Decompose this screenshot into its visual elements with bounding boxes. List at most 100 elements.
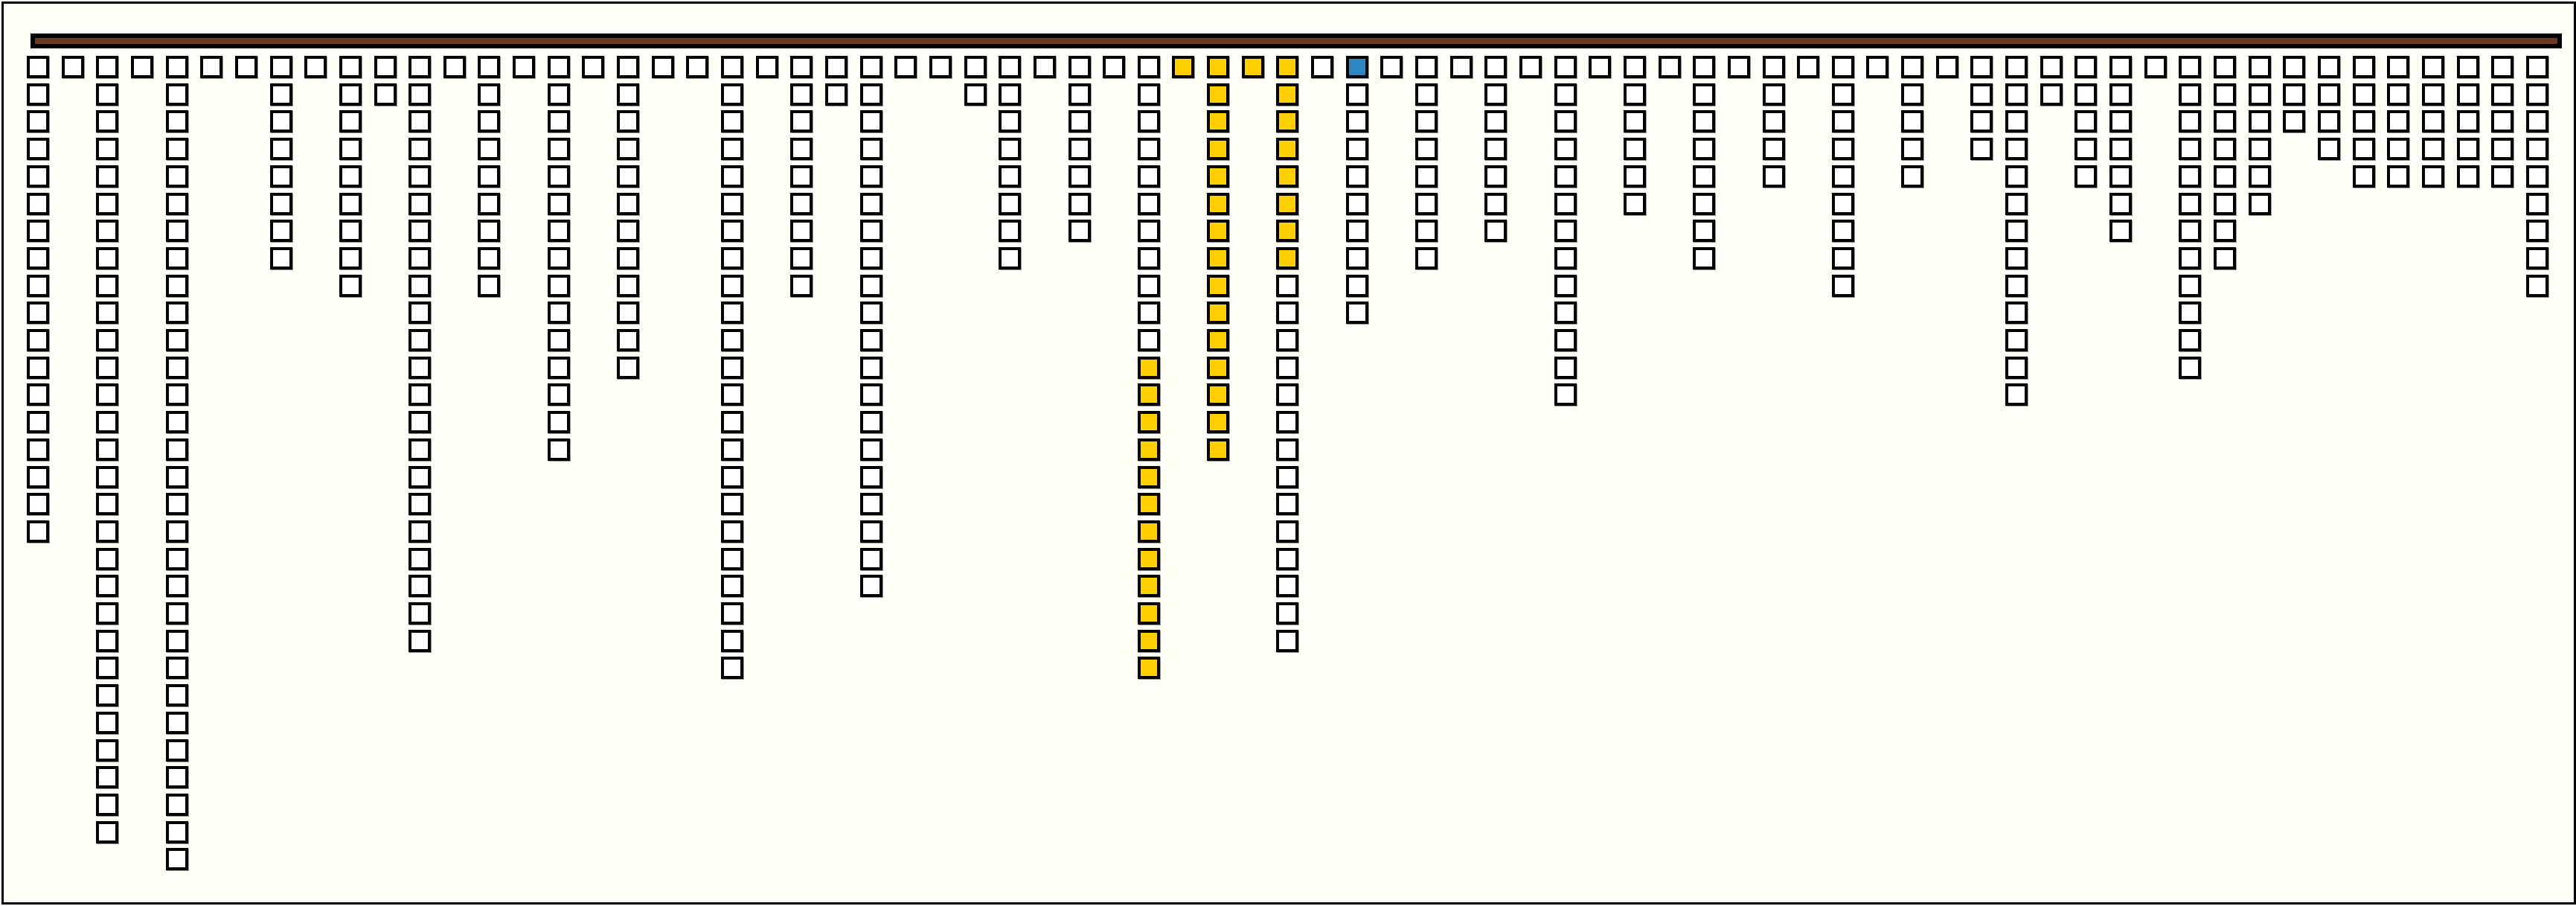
cell-empty: [721, 520, 743, 543]
cell-empty: [859, 329, 882, 351]
cell-empty: [2525, 246, 2548, 269]
cell-empty: [1415, 138, 1438, 161]
cell-empty: [1276, 356, 1299, 379]
cell-empty: [27, 56, 49, 78]
cell-empty: [408, 302, 432, 325]
cell-yellow: [1276, 192, 1299, 215]
cell-empty: [1519, 56, 1542, 78]
cell-empty: [374, 83, 397, 106]
cell-empty: [165, 820, 188, 843]
cell-empty: [2491, 165, 2514, 188]
cell-empty: [96, 547, 119, 570]
cell-empty: [721, 411, 743, 434]
cell-empty: [1276, 520, 1299, 543]
cell-empty: [96, 520, 119, 543]
cell-empty: [1901, 110, 1924, 133]
cell-yellow: [1276, 246, 1299, 269]
cell-empty: [2040, 83, 2063, 106]
cell-empty: [2074, 56, 2098, 78]
cell-empty: [2283, 56, 2306, 78]
cell-empty: [2179, 274, 2202, 297]
cell-empty: [1554, 110, 1577, 133]
cell-empty: [96, 820, 119, 843]
cell-empty: [617, 246, 640, 269]
cell-empty: [408, 438, 432, 461]
cell-empty: [269, 110, 292, 133]
cell-empty: [1554, 165, 1577, 188]
cell-empty: [1137, 274, 1160, 297]
cell-empty: [1345, 220, 1368, 243]
cell-empty: [339, 56, 362, 78]
cell-empty: [721, 657, 743, 680]
cell-empty: [1276, 329, 1299, 351]
cell-empty: [859, 575, 882, 598]
cell-empty: [2179, 110, 2202, 133]
cell-empty: [755, 56, 778, 78]
cell-empty: [1345, 192, 1368, 215]
cell-empty: [1345, 302, 1368, 325]
cell-empty: [547, 356, 570, 379]
cell-empty: [1623, 138, 1646, 161]
cell-empty: [165, 493, 188, 516]
cell-empty: [721, 138, 743, 161]
cell-empty: [2109, 192, 2132, 215]
cell-empty: [1345, 110, 1368, 133]
cell-empty: [894, 56, 917, 78]
cell-empty: [96, 602, 119, 625]
cell-empty: [1693, 165, 1716, 188]
cell-empty: [2005, 274, 2028, 297]
cell-empty: [234, 56, 257, 78]
cell-empty: [547, 220, 570, 243]
cell-empty: [1484, 83, 1508, 106]
cell-yellow: [1137, 411, 1160, 434]
cell-empty: [27, 165, 49, 188]
cell-empty: [1484, 192, 1508, 215]
cell-empty: [1762, 83, 1785, 106]
cell-empty: [2109, 110, 2132, 133]
cell-empty: [1727, 56, 1750, 78]
cell-empty: [2109, 165, 2132, 188]
cell-empty: [27, 246, 49, 269]
cell-empty: [96, 438, 119, 461]
cell-empty: [859, 192, 882, 215]
cell-yellow: [1207, 246, 1230, 269]
cell-empty: [96, 684, 119, 707]
cell-empty: [27, 411, 49, 434]
cell-empty: [1831, 220, 1854, 243]
cell-empty: [339, 138, 362, 161]
cell-yellow: [1207, 329, 1230, 351]
cell-empty: [1484, 56, 1508, 78]
cell-empty: [2179, 302, 2202, 325]
cell-empty: [2387, 138, 2410, 161]
cell-empty: [478, 220, 501, 243]
cell-empty: [408, 220, 432, 243]
cell-empty: [269, 165, 292, 188]
cell-empty: [2352, 110, 2375, 133]
cell-empty: [2005, 356, 2028, 379]
cell-empty: [165, 110, 188, 133]
cell-empty: [2248, 83, 2271, 106]
cell-empty: [478, 138, 501, 161]
cell-empty: [165, 165, 188, 188]
cell-empty: [721, 356, 743, 379]
cell-empty: [617, 192, 640, 215]
cell-empty: [1762, 110, 1785, 133]
cell-empty: [2456, 165, 2479, 188]
cell-empty: [1693, 83, 1716, 106]
cell-empty: [2317, 110, 2340, 133]
cell-empty: [1970, 110, 1993, 133]
cell-empty: [1137, 165, 1160, 188]
cell-empty: [547, 329, 570, 351]
cell-yellow: [1207, 274, 1230, 297]
cell-empty: [1831, 274, 1854, 297]
cell-empty: [408, 56, 432, 78]
cell-empty: [617, 356, 640, 379]
cell-empty: [859, 547, 882, 570]
cell-empty: [1762, 165, 1785, 188]
cell-empty: [1068, 110, 1091, 133]
cell-empty: [686, 56, 709, 78]
cell-empty: [408, 493, 432, 516]
cell-empty: [721, 110, 743, 133]
cell-yellow: [1207, 83, 1230, 106]
cell-empty: [408, 329, 432, 351]
